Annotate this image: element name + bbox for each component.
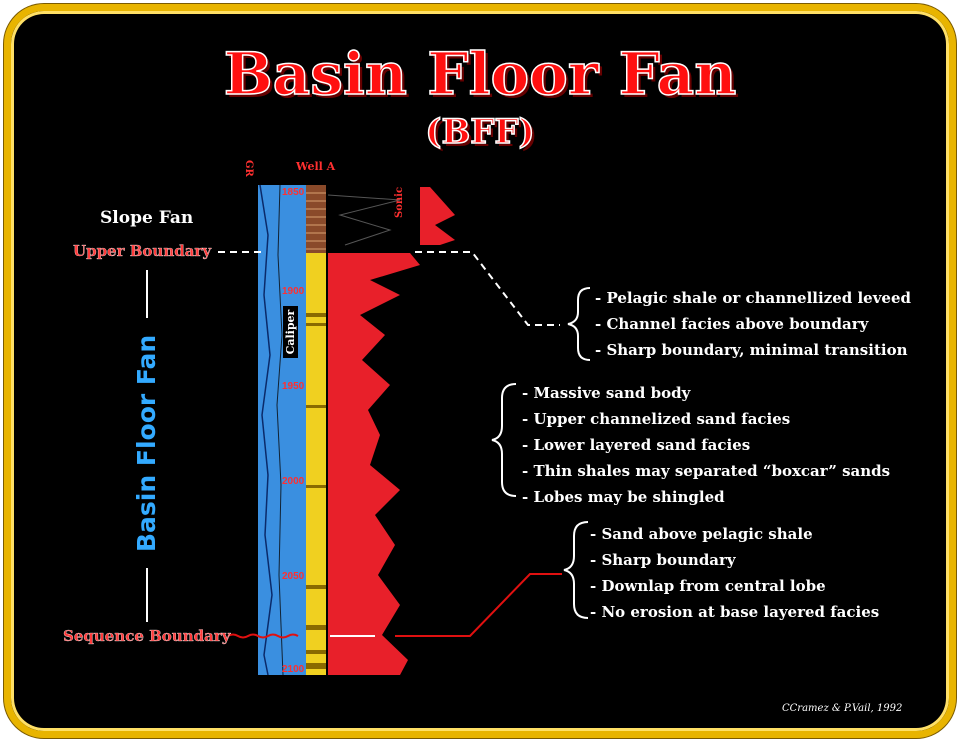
shale-column — [306, 185, 326, 253]
basin-floor-fan-notes: - Massive sand body - Upper channelized … — [522, 380, 890, 510]
note-item: - Massive sand body — [522, 384, 691, 402]
sand-column — [306, 253, 326, 675]
sequence-boundary-label: Sequence Boundary — [63, 627, 231, 645]
note-item: - Sharp boundary, minimal transition — [595, 341, 908, 359]
depth-label-2000: 2000 — [282, 476, 305, 487]
depth-label-2050: 2050 — [282, 571, 305, 582]
slide-subtitle: (BFF) — [425, 111, 536, 153]
note-item: - Downlap from central lobe — [590, 577, 826, 595]
sequence-boundary-notes: - Sand above pelagic shale - Sharp bound… — [590, 521, 879, 625]
note-item: - No erosion at base layered facies — [590, 603, 880, 621]
credit-text: CCramez & P.Vail, 1992 — [782, 703, 903, 714]
gr-log-curve — [259, 184, 273, 676]
basin-floor-fan-label: Basin Floor Fan — [132, 334, 161, 552]
sonic-log-area — [328, 253, 420, 675]
middle-brace — [491, 383, 517, 497]
note-item: - Sand above pelagic shale — [590, 525, 813, 543]
well-label: Well A — [296, 160, 336, 173]
lower-brace — [563, 521, 589, 619]
upper-brace — [567, 287, 591, 361]
slide-frame — [4, 4, 956, 738]
sequence-boundary-line — [227, 573, 562, 639]
depth-label-1900: 1900 — [282, 286, 305, 297]
well-log-panel — [258, 184, 455, 676]
note-item: - Channel facies above boundary — [595, 315, 869, 333]
note-item: - Upper channelized sand facies — [522, 410, 791, 428]
note-item: - Thin shales may separated “boxcar” san… — [522, 462, 891, 480]
depth-label-1850: 1850 — [282, 187, 305, 198]
note-item: - Lobes may be shingled — [522, 488, 725, 506]
depth-label-1950: 1950 — [282, 381, 305, 392]
slope-fan-label: Slope Fan — [100, 208, 194, 228]
sonic-upper-fragment — [420, 187, 455, 245]
upper-boundary-line — [218, 251, 560, 326]
note-item: - Sharp boundary — [590, 551, 736, 569]
upper-boundary-label: Upper Boundary — [73, 242, 212, 260]
note-item: - Pelagic shale or channellized leveed — [595, 289, 912, 307]
upper-boundary-notes: - Pelagic shale or channellized leveed -… — [595, 285, 911, 363]
depth-label-2100: 2100 — [282, 664, 305, 675]
slide-title: Basin Floor Fan — [223, 39, 737, 109]
note-item: - Lower layered sand facies — [522, 436, 751, 454]
